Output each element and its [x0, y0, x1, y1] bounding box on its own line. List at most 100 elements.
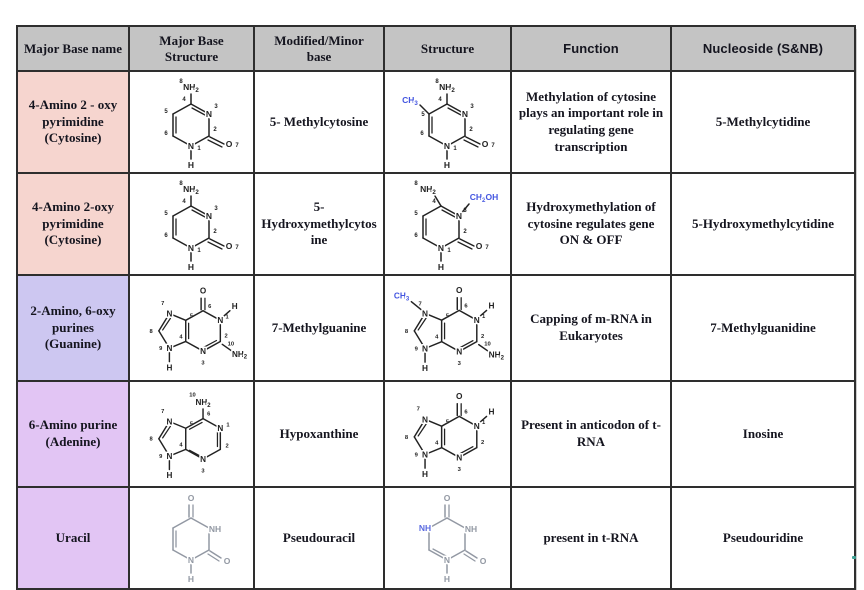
svg-text:4: 4 [179, 335, 183, 341]
svg-text:CH2OH: CH2OH [469, 192, 497, 204]
svg-text:H: H [488, 300, 494, 310]
svg-text:2: 2 [481, 334, 485, 340]
svg-text:5: 5 [190, 421, 194, 427]
svg-text:7: 7 [235, 245, 239, 251]
svg-text:9: 9 [159, 454, 162, 460]
svg-text:3: 3 [201, 361, 204, 367]
svg-text:N: N [456, 452, 462, 462]
svg-text:9: 9 [159, 346, 162, 352]
base-name-cell: 2-Amino, 6-oxy purines (Guanine) [16, 274, 130, 382]
svg-text:6: 6 [208, 304, 211, 310]
svg-text:7: 7 [419, 302, 422, 308]
svg-text:3: 3 [214, 206, 218, 212]
svg-text:N: N [206, 109, 212, 119]
svg-text:O: O [480, 556, 487, 566]
svg-text:CH3: CH3 [402, 95, 418, 107]
svg-text:H: H [166, 471, 172, 480]
svg-text:H: H [444, 574, 450, 584]
base-name-cell: 4-Amino 2-oxy pyrimidine (Cytosine) [16, 172, 130, 276]
header-row: Major Base name Major Base Structure Mod… [16, 25, 856, 72]
svg-text:2: 2 [224, 334, 227, 340]
svg-text:9: 9 [415, 452, 419, 458]
svg-text:NH2: NH2 [183, 82, 199, 94]
svg-text:4: 4 [438, 97, 442, 103]
nucleoside-cell: Inosine [670, 380, 856, 488]
svg-text:3: 3 [458, 467, 462, 473]
svg-text:1: 1 [482, 314, 486, 320]
svg-text:1: 1 [482, 420, 486, 426]
svg-text:N: N [474, 421, 480, 431]
svg-text:2: 2 [463, 229, 467, 235]
svg-text:NH2: NH2 [489, 349, 505, 361]
svg-text:5: 5 [190, 313, 194, 319]
svg-text:5: 5 [164, 211, 168, 217]
svg-text:6: 6 [464, 303, 468, 309]
svg-text:NH: NH [465, 524, 477, 534]
svg-text:H: H [422, 469, 428, 479]
svg-text:O: O [226, 139, 233, 149]
svg-text:4: 4 [179, 442, 183, 448]
svg-text:H: H [488, 406, 494, 416]
svg-text:NH2: NH2 [195, 398, 211, 409]
svg-text:2: 2 [213, 229, 217, 235]
base-name-cell: 4-Amino 2 - oxy pyrimidine (Cytosine) [16, 70, 130, 174]
function-cell: Present in anticodon of t-RNA [510, 380, 672, 488]
svg-text:N: N [444, 555, 450, 565]
col-header-modified-minor-base: Modified/Minor base [253, 25, 385, 72]
svg-text:3: 3 [201, 468, 204, 474]
svg-text:N: N [188, 141, 194, 151]
svg-text:N: N [200, 347, 206, 356]
svg-text:H: H [437, 262, 443, 272]
modified-base-cell: 5- Methylcytosine [253, 70, 385, 174]
svg-text:NH2: NH2 [439, 82, 455, 94]
modified-base-cell: 5- Hydroxymethylcytosine [253, 172, 385, 276]
svg-text:6: 6 [414, 233, 418, 239]
svg-text:O: O [226, 241, 233, 251]
svg-text:6: 6 [164, 131, 168, 137]
base-name-cell: Uracil [16, 486, 130, 590]
svg-text:2: 2 [213, 127, 217, 133]
base-name-cell: 6-Amino purine (Adenine) [16, 380, 130, 488]
svg-text:7: 7 [235, 143, 239, 149]
svg-text:1: 1 [447, 248, 451, 254]
col-header-major-base-structure: Major Base Structure [128, 25, 255, 72]
function-cell: Capping of m-RNA in Eukaryotes [510, 274, 672, 382]
svg-text:N: N [437, 243, 443, 253]
svg-text:H: H [422, 363, 428, 373]
svg-text:5: 5 [164, 109, 168, 115]
svg-text:6: 6 [464, 409, 468, 415]
svg-text:H: H [188, 574, 194, 584]
svg-text:N: N [422, 449, 428, 459]
svg-text:5: 5 [421, 112, 425, 118]
svg-text:NH: NH [419, 523, 431, 533]
svg-text:5: 5 [446, 313, 450, 319]
svg-text:N: N [166, 309, 172, 318]
svg-text:5: 5 [446, 419, 450, 425]
svg-text:N: N [444, 141, 450, 151]
svg-text:8: 8 [405, 329, 409, 335]
svg-text:2: 2 [481, 440, 485, 446]
svg-text:N: N [206, 211, 212, 221]
svg-text:4: 4 [432, 199, 436, 205]
svg-text:O: O [200, 286, 206, 295]
svg-text:1: 1 [226, 422, 230, 428]
svg-text:2: 2 [225, 443, 228, 449]
svg-text:5: 5 [414, 211, 418, 217]
svg-text:4: 4 [182, 199, 186, 205]
